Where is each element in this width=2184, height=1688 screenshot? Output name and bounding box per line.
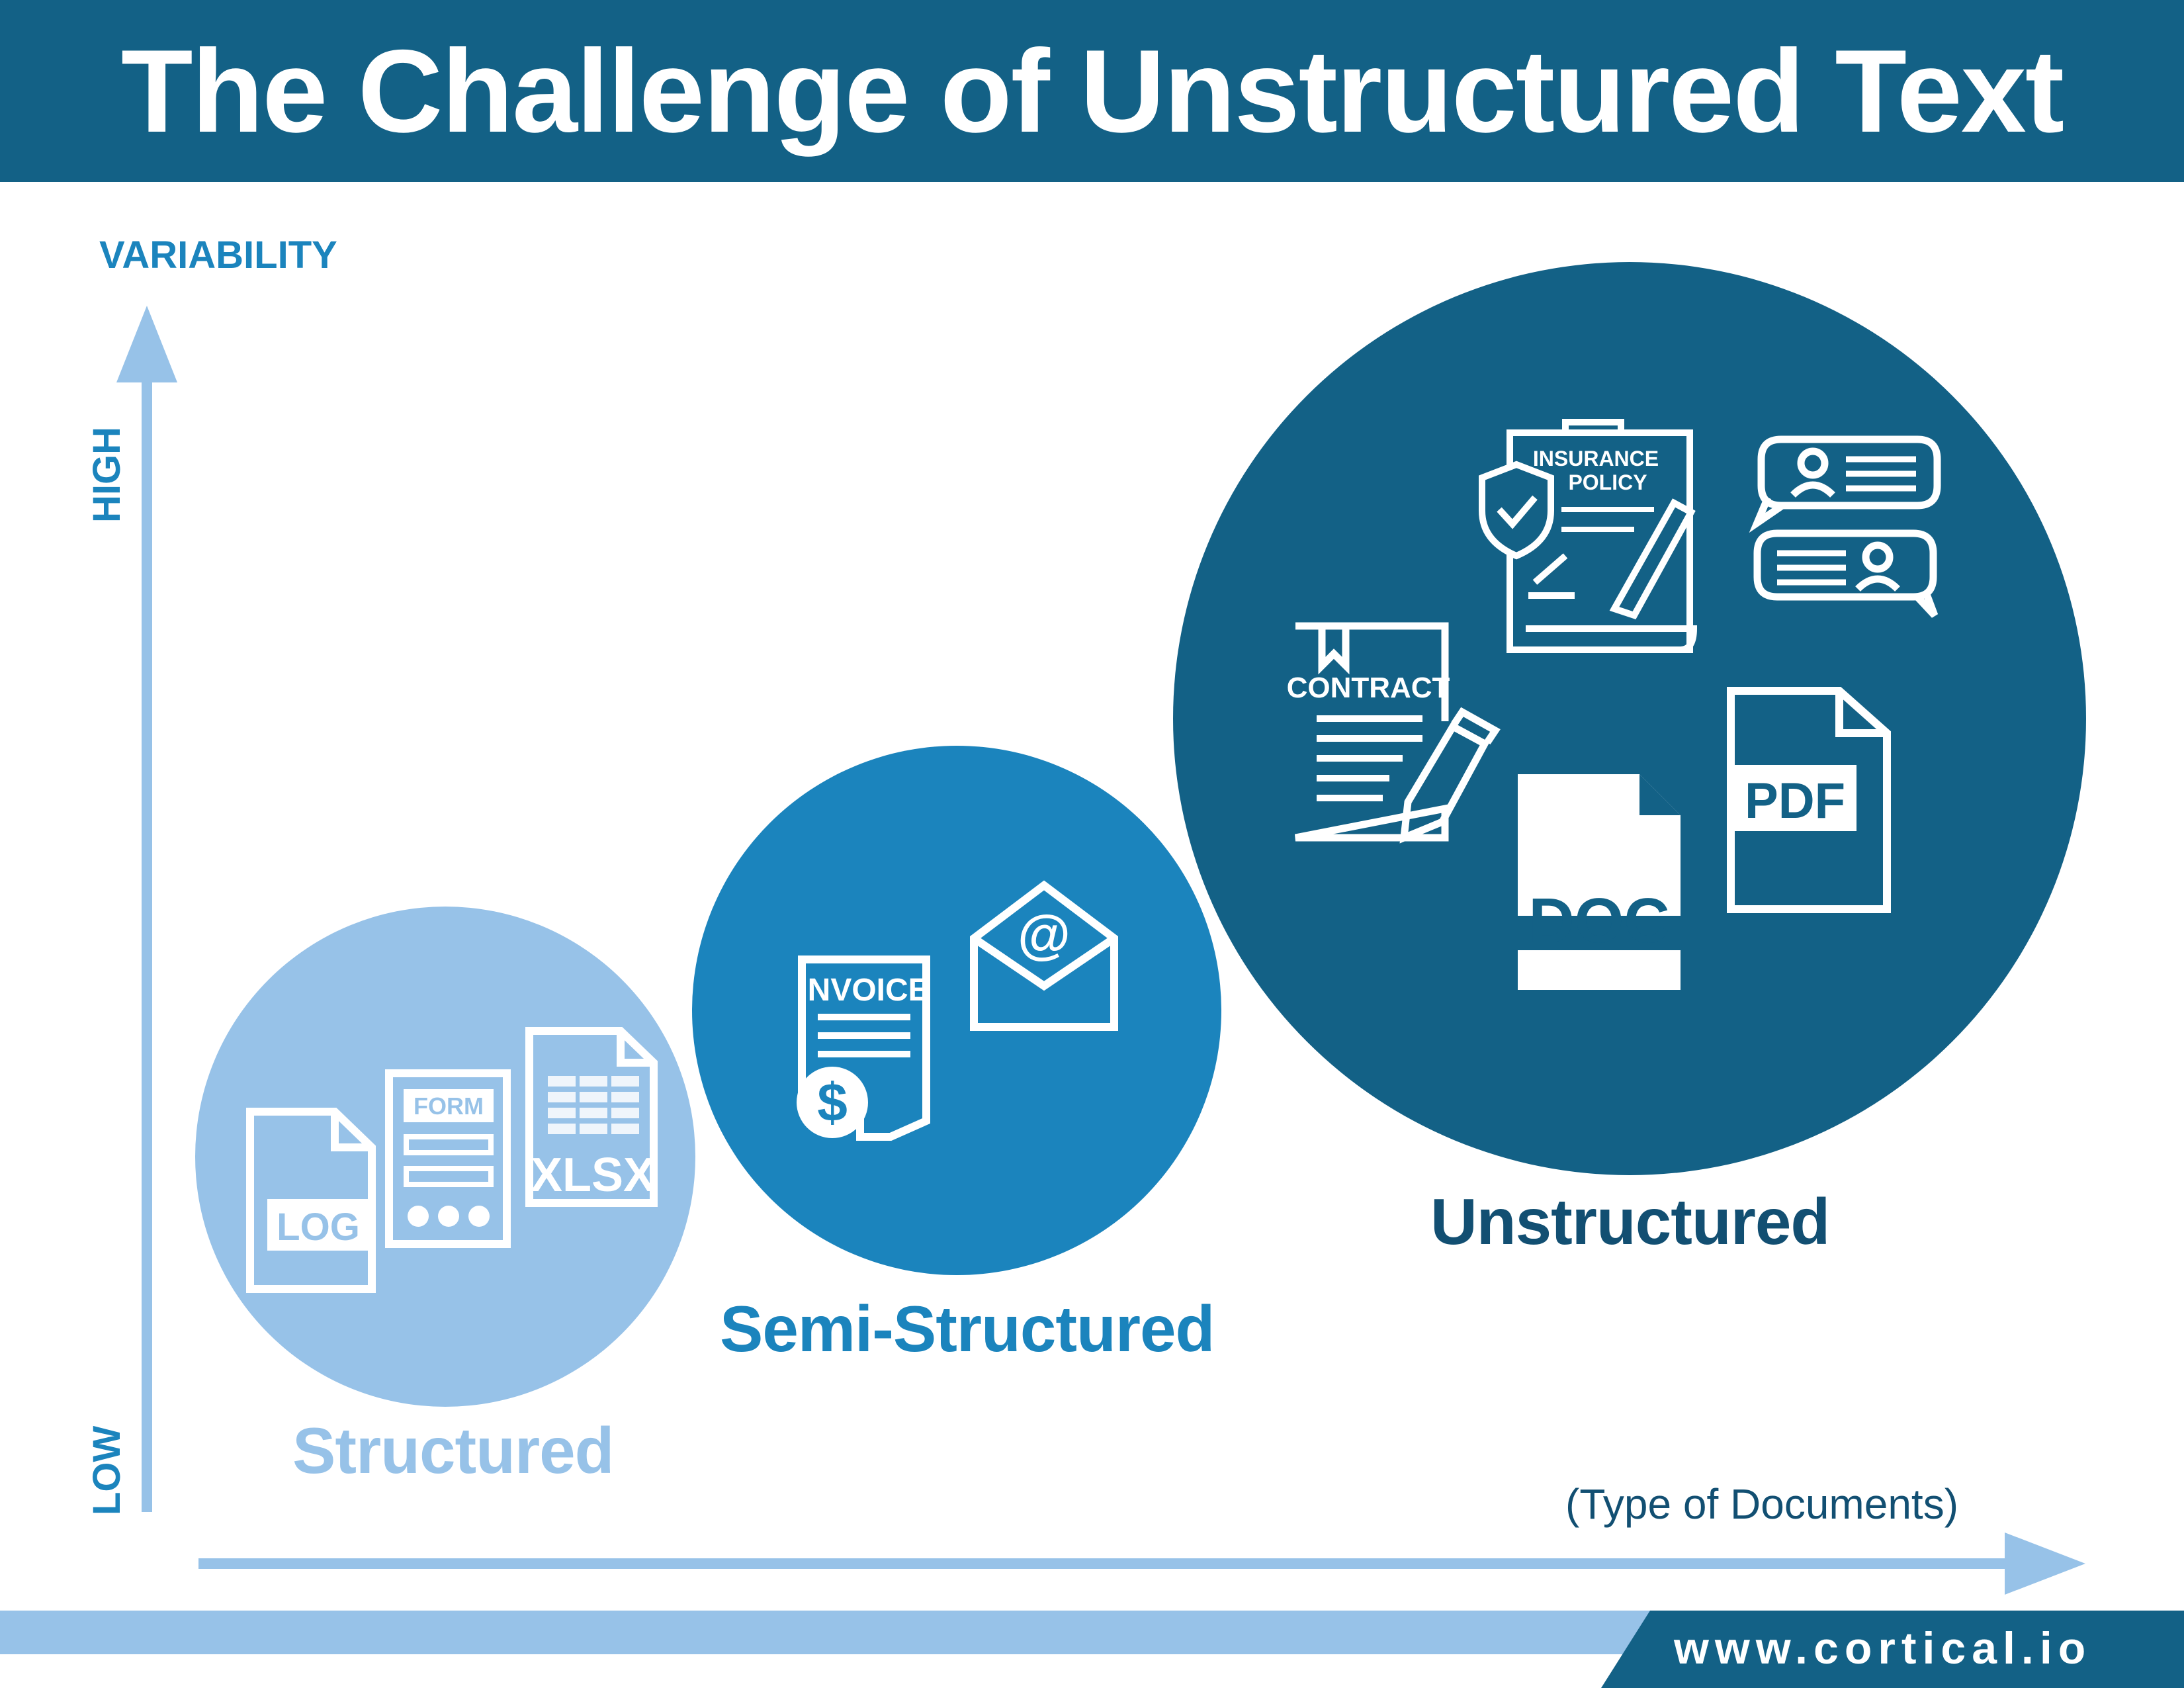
page-title: The Challenge of Unstructured Text [120,25,2064,157]
y-axis [116,306,177,1512]
unstructured-label: Unstructured [1430,1185,1830,1258]
chat-icon [1749,435,1941,618]
semi-structured-circle [692,746,1221,1275]
structured-label: Structured [292,1414,615,1487]
footer-url[interactable]: www.cortical.io [1674,1623,2092,1673]
contract-icon: CONTRACT [1287,622,1501,844]
x-axis-label: (Type of Documents) [1565,1480,1958,1528]
pdf-label: PDF [1745,773,1845,829]
x-axis [198,1533,2085,1595]
form-icon: FORM [385,1069,511,1248]
log-label: LOG [277,1206,360,1249]
pdf-file-icon: PDF [1727,687,1891,913]
footer-url-panel [1601,1611,2184,1688]
insurance-label: INSURANCE [1533,447,1659,470]
policy-label: POLICY [1568,470,1647,494]
contract-label: CONTRACT [1287,672,1450,704]
email-icon: @ [970,880,1118,1031]
y-axis-low-label: LOW [85,1425,128,1515]
invoice-icon: INVOICE $ [797,955,930,1141]
insurance-policy-icon: INSURANCE POLICY [1479,419,1698,653]
xlsx-label: XLSX [531,1149,655,1202]
title-bar [0,0,2184,182]
spreadsheet-icon: XLSX [525,1027,658,1207]
invoice-label: INVOICE [799,973,929,1008]
at-symbol: @ [1018,905,1070,965]
unstructured-circle [1173,262,2086,1175]
svg-text:$: $ [817,1073,848,1133]
semi-structured-label: Semi-Structured [720,1292,1215,1365]
y-axis-label: VARIABILITY [99,234,337,277]
form-label: FORM [414,1092,484,1120]
log-file-icon: LOG [246,1108,376,1293]
doc-file-icon: DOC DOC [1518,774,1681,990]
y-axis-high-label: HIGH [85,427,128,523]
doc-label: DOC [1528,885,1669,956]
